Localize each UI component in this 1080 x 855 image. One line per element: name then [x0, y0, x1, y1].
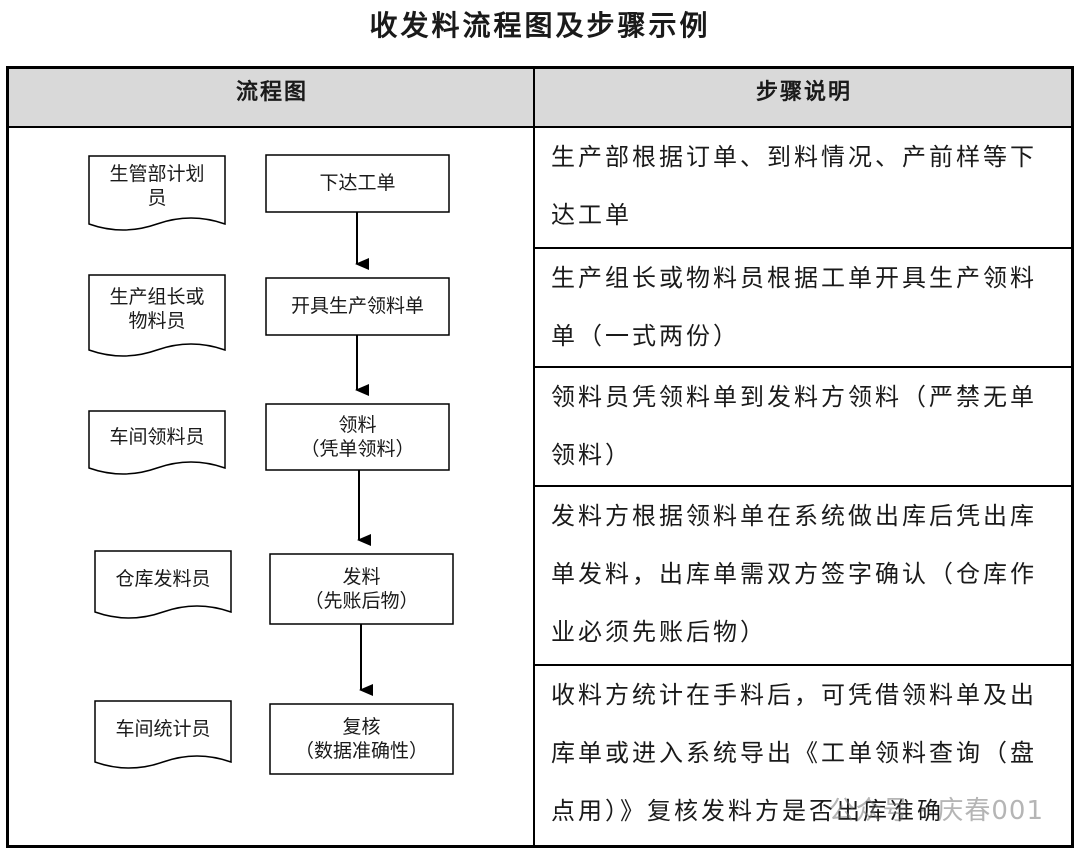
role-team-leader-line1: 生产组长或	[109, 286, 205, 308]
step-description-2: 生产组长或物料员根据工单开具生产领料单（一式两份）	[535, 249, 1071, 368]
step-description-5: 收料方统计在手料后，可凭借领料单及出库单或进入系统导出《工单领料查询（盘点用）》…	[551, 681, 1037, 825]
document-title: 收发料流程图及步骤示例	[369, 9, 711, 42]
table-header-row: 流程图 步骤说明	[6, 66, 1074, 128]
role-team-leader-line2: 物料员	[128, 310, 186, 332]
step-description-1: 生产部根据订单、到料情况、产前样等下达工单	[535, 128, 1071, 249]
step-label-verify: 复核 （数据准确性）	[270, 715, 453, 763]
role-doc-shape-5	[94, 700, 232, 769]
flowchart: 生管部计划 员 生产组长或 物料员 车间领料员 仓库发料员 车间统计员 下达工单…	[9, 128, 533, 845]
step-verify-line2: （数据准确性）	[294, 740, 428, 762]
column-divider	[533, 66, 535, 848]
flowchart-graphics	[88, 154, 454, 775]
role-label-planner: 生管部计划 员	[89, 162, 225, 210]
role-doc-shape-2	[88, 274, 226, 357]
step-box-4	[269, 553, 454, 625]
role-label-statistician: 车间统计员	[95, 717, 231, 741]
step-label-pick-materials: 领料 （凭单领料）	[266, 413, 449, 461]
header-flowchart: 流程图	[235, 79, 308, 105]
step-pick-line1: 领料	[338, 414, 377, 436]
role-label-picker: 车间领料员	[89, 425, 225, 449]
step-verify-line1: 复核	[342, 716, 381, 738]
role-label-warehouse: 仓库发料员	[95, 567, 231, 591]
step-label-issue-work-order: 下达工单	[319, 172, 396, 194]
role-picker-line1: 车间领料员	[109, 426, 205, 448]
step-description-3: 领料员凭领料单到发料方领料（严禁无单领料）	[535, 368, 1071, 487]
step-label-issue-requisition: 开具生产领料单	[290, 295, 424, 317]
header-step-description: 步骤说明	[755, 79, 852, 105]
step-box-3	[265, 403, 450, 471]
step-issue-line2: （先账后物）	[304, 590, 419, 612]
role-warehouse-line1: 仓库发料员	[115, 568, 211, 590]
step-box-2	[265, 277, 450, 336]
role-doc-shape-1	[88, 155, 226, 231]
watermark-text: 公众号 · 庆春001	[828, 796, 1044, 826]
role-doc-shape-3	[88, 410, 226, 475]
step-box-1	[265, 154, 450, 213]
role-planner-line1: 生管部计划	[109, 163, 205, 185]
role-statistician-line1: 车间统计员	[115, 718, 211, 740]
role-planner-line2: 员	[147, 187, 167, 209]
step-label-issue-materials: 发料 （先账后物）	[270, 565, 453, 613]
step-box-5	[269, 703, 454, 775]
step-description-4: 发料方根据领料单在系统做出库后凭出库单发料，出库单需双方签字确认（仓库作业必须先…	[535, 487, 1071, 666]
role-label-team-leader: 生产组长或 物料员	[89, 285, 225, 333]
step-issue-line1: 发料	[342, 566, 381, 588]
role-doc-shape-4	[94, 550, 232, 619]
step-pick-line2: （凭单领料）	[300, 438, 415, 460]
